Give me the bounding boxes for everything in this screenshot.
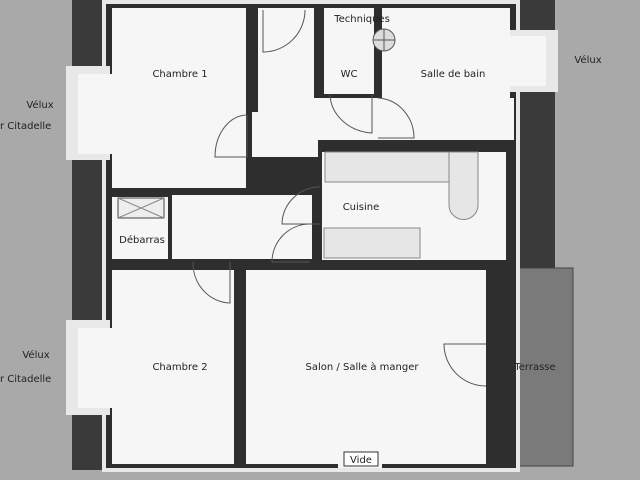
label-wc: WC [341, 69, 358, 80]
hall-lower [172, 195, 312, 259]
window-bay-chambre1-inner [78, 74, 112, 154]
door-chambre1[interactable] [214, 114, 248, 158]
room-salle-de-bain [382, 8, 510, 140]
door-salon[interactable] [271, 223, 311, 263]
window-bay-chambre2-inner [78, 328, 112, 408]
label-debarras: Débarras [119, 234, 165, 246]
door-cuisine[interactable] [281, 186, 321, 225]
door-terrasse[interactable] [443, 343, 487, 387]
vide-box [343, 451, 379, 467]
door-wc[interactable] [329, 94, 373, 134]
label-velux-right: Vélux [574, 54, 601, 66]
room-chambre1 [112, 8, 246, 188]
room-chambre2 [112, 270, 234, 464]
room-wc [324, 8, 374, 94]
label-chambre2: Chambre 2 [152, 362, 207, 373]
label-chambre1: Chambre 1 [152, 69, 207, 80]
label-cuisine: Cuisine [343, 202, 380, 213]
label-velux-left-top: Vélux [26, 99, 53, 111]
kitchen-island [323, 227, 421, 259]
label-vide: Vide [350, 455, 372, 466]
label-techniques: Techniques [333, 14, 390, 25]
door-salle-de-bain[interactable] [377, 97, 415, 139]
label-citadelle-left-top: r Citadelle [0, 121, 51, 132]
label-terrasse: Terrasse [513, 362, 555, 373]
kitchen-fridge [448, 151, 479, 220]
label-velux-left-bottom: Vélux [22, 349, 49, 361]
label-salon: Salon / Salle à manger [306, 361, 420, 373]
hall-mid [252, 112, 318, 157]
label-salle-de-bain: Salle de bain [421, 69, 486, 80]
door-entry[interactable] [262, 9, 306, 53]
debarras-cross [117, 197, 165, 219]
room-salon [246, 270, 486, 464]
kitchen-counter-top [324, 151, 450, 183]
label-citadelle-left-bottom: r Citadelle [0, 374, 51, 385]
door-chambre2[interactable] [192, 261, 231, 304]
boiler-cross [373, 29, 395, 51]
